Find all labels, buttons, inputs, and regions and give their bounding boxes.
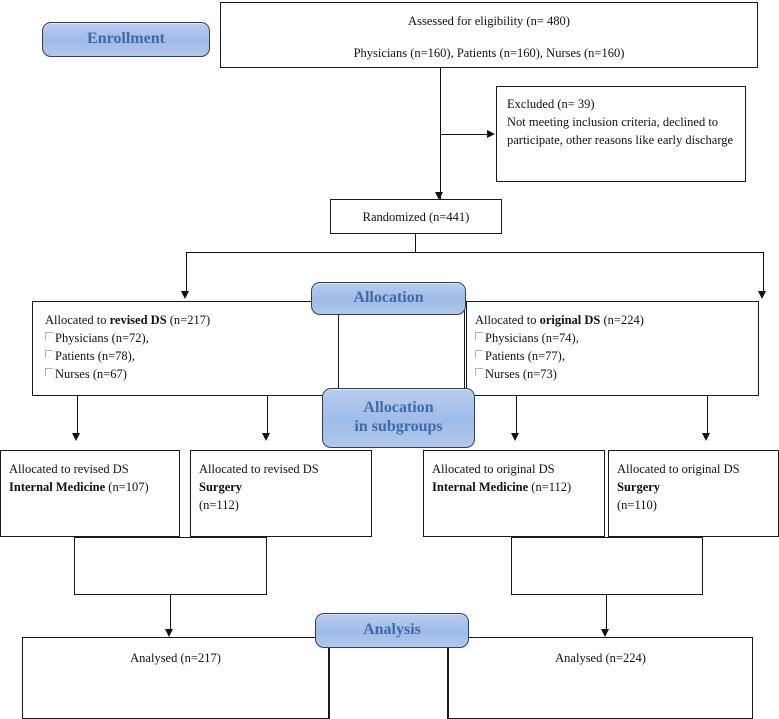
allocation-original-heading: Allocated to original DS (n=224) (475, 311, 750, 329)
subgroup-3-count: (n=110) (617, 498, 657, 513)
stage-badge-analysis: Analysis (315, 613, 469, 648)
allocation-original-heading-bold: original DS (539, 313, 601, 327)
subgroup-3-bold: Surgery (617, 480, 661, 495)
allocation-revised-heading-bold: revised DS (109, 313, 167, 327)
subgroup-3-line1: Allocated to original DS (617, 462, 740, 476)
stage-badge-allocation-label: Allocation (353, 289, 424, 307)
randomized-box: Randomized (n=441) (330, 199, 502, 234)
analysis-left-label: Analysed (n=217) (130, 651, 221, 665)
stage-badge-allocation-in-subgroups: Allocation in subgroups (322, 388, 475, 448)
subgroup-2-line2: Internal Medicine (n=112) (432, 478, 596, 496)
allocation-original-heading-prefix: Allocated to (475, 313, 540, 327)
arrow-subgroup-4 (702, 433, 710, 441)
stage-badge-allocation: Allocation (311, 282, 466, 315)
assessed-for-eligibility-box: Assessed for eligibility (n= 480) Physic… (220, 2, 758, 68)
arrow-subgroup-1 (72, 433, 80, 441)
allocation-original-box: Allocated to original DS (n=224) Physici… (466, 301, 759, 396)
allocation-revised-heading-prefix: Allocated to (45, 313, 110, 327)
merge-box-revised (74, 537, 267, 595)
subgroup-box-original-internal-medicine: Allocated to original DS Internal Medici… (423, 450, 605, 537)
connector-randomized-down (415, 234, 416, 252)
subgroup-2-count: (n=112) (528, 480, 572, 495)
stage-badge-analysis-label: Analysis (363, 621, 421, 639)
analysis-gap-column (329, 645, 448, 719)
analysis-right-label: Analysed (n=224) (555, 651, 646, 665)
list-marker-icon (45, 368, 53, 377)
allocation-revised-heading-suffix: (n=217) (166, 313, 211, 327)
subgroup-box-revised-surgery: Allocated to revised DS Surgery (n=112) (190, 450, 372, 537)
connector-subgroup-4 (707, 396, 708, 434)
allocation-revised-item-2: Nurses (n=67) (45, 365, 627, 383)
arrow-allocation-right (758, 291, 766, 299)
subgroup-2-line1: Allocated to original DS (432, 462, 555, 476)
subgroup-0-line2: Internal Medicine (n=107) (9, 478, 171, 496)
arrow-analysis-left (165, 629, 173, 637)
analysis-original-box: Analysed (n=224) (448, 637, 753, 719)
arrow-to-excluded (487, 130, 495, 138)
arrow-analysis-right (601, 629, 609, 637)
list-marker-icon (475, 350, 483, 359)
subgroup-0-count: (n=107) (105, 480, 149, 495)
subgroup-0-line1: Allocated to revised DS (9, 462, 129, 476)
analysis-revised-box: Analysed (n=217) (22, 637, 329, 719)
subgroup-2-bold: Internal Medicine (432, 480, 529, 495)
connector-merge-revised-down (170, 595, 171, 629)
connector-allocation-left-drop (186, 252, 187, 292)
arrow-allocation-left (181, 291, 189, 299)
connector-allocation-split (186, 252, 764, 253)
assessed-eligibility-line1: Assessed for eligibility (n= 480) (408, 14, 570, 28)
randomized-label: Randomized (n=441) (362, 210, 470, 224)
subgroup-box-revised-internal-medicine: Allocated to revised DS Internal Medicin… (0, 450, 180, 537)
allocation-revised-item-0: Physicians (n=72), (45, 329, 627, 347)
list-marker-icon (475, 368, 483, 377)
allocation-revised-heading: Allocated to revised DS (n=217) (45, 311, 627, 329)
allocation-revised-item-1: Patients (n=78), (45, 347, 627, 365)
merge-box-original (511, 537, 703, 595)
connector-assessed-to-randomized (440, 68, 441, 199)
connector-subgroup-3 (516, 396, 517, 434)
arrow-to-randomized (435, 192, 443, 200)
excluded-line1: Excluded (n= 39) (507, 97, 595, 111)
allocation-gap-column (338, 310, 465, 396)
list-marker-icon (475, 332, 483, 341)
arrow-subgroup-3 (511, 433, 519, 441)
subgroup-1-line1: Allocated to revised DS (199, 462, 319, 476)
connector-subgroup-2 (267, 396, 268, 434)
stage-badge-subgroups-label-line1: Allocation (363, 399, 434, 417)
connector-subgroup-1 (77, 396, 78, 434)
connector-to-excluded (440, 134, 488, 135)
connector-merge-original-down (606, 595, 607, 629)
excluded-box: Excluded (n= 39) Not meeting inclusion c… (496, 86, 746, 182)
allocation-original-item-1: Patients (n=77), (475, 347, 750, 365)
arrow-subgroup-2 (262, 433, 270, 441)
list-marker-icon (45, 350, 53, 359)
excluded-line2: Not meeting inclusion criteria, declined… (507, 115, 734, 148)
stage-badge-enrollment: Enrollment (42, 22, 210, 57)
allocation-original-item-2: Nurses (n=73) (475, 365, 750, 383)
allocation-original-item-0: Physicians (n=74), (475, 329, 750, 347)
subgroup-1-bold: Surgery (199, 480, 243, 495)
list-marker-icon (45, 332, 53, 341)
assessed-eligibility-line2: Physicians (n=160), Patients (n=160), Nu… (353, 46, 625, 61)
subgroup-1-count: (n=112) (199, 498, 239, 513)
stage-badge-subgroups-label-line2: in subgroups (354, 418, 443, 435)
subgroup-0-bold: Internal Medicine (9, 480, 106, 495)
subgroup-box-original-surgery: Allocated to original DS Surgery (n=110) (608, 450, 779, 537)
stage-badge-enrollment-label: Enrollment (87, 30, 165, 48)
connector-allocation-right-drop (763, 252, 764, 292)
allocation-original-heading-suffix: (n=224) (600, 313, 644, 327)
